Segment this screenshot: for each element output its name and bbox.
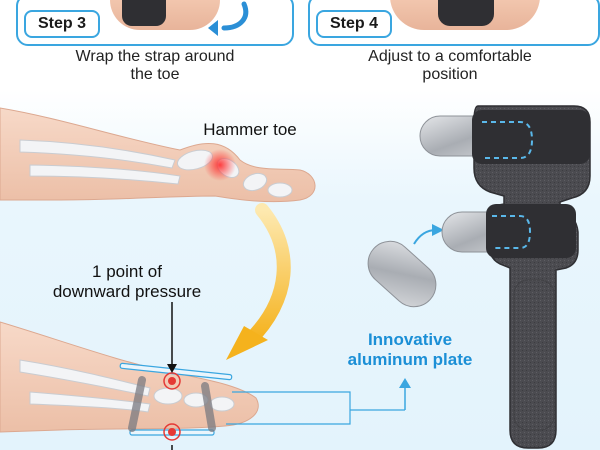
progression-arrow: [226, 203, 291, 360]
step-4-badge: Step 4: [316, 10, 393, 38]
pressure-label-line1: 1 point of: [92, 262, 162, 281]
step-3-strap: [122, 0, 166, 26]
step-3-caption-line2: the toe: [130, 66, 180, 83]
wrap-arrow-icon: [208, 1, 249, 36]
step-4-caption: Adjust to a comfortable position: [325, 48, 575, 84]
pressure-label: 1 point of downward pressure: [22, 262, 232, 302]
step-3-caption-line1: Wrap the strap around: [75, 48, 235, 65]
step-3-badge: Step 3: [24, 10, 101, 38]
aluminum-plate: [367, 224, 444, 308]
plate-connector: [226, 378, 411, 425]
plate-label-line1: Innovative: [367, 330, 453, 349]
step-4-strap: [438, 0, 494, 26]
step-4-caption-line2: position: [422, 66, 478, 83]
hammer-toe-label: Hammer toe: [203, 120, 297, 139]
step-3-caption: Wrap the strap around the toe: [30, 48, 280, 84]
corrected-foot: [0, 302, 259, 450]
plate-label-line2: aluminum plate: [347, 350, 473, 369]
pressure-label-line2: downward pressure: [52, 282, 202, 301]
plate-label: Innovative aluminum plate: [330, 330, 490, 370]
step-4-caption-line1: Adjust to a comfortable: [368, 48, 532, 65]
splint-product: [419, 105, 591, 449]
step-4-card: Step 4: [308, 0, 600, 46]
hammer-toe-foot: [0, 107, 316, 203]
step-3-card: Step 3: [16, 0, 294, 46]
